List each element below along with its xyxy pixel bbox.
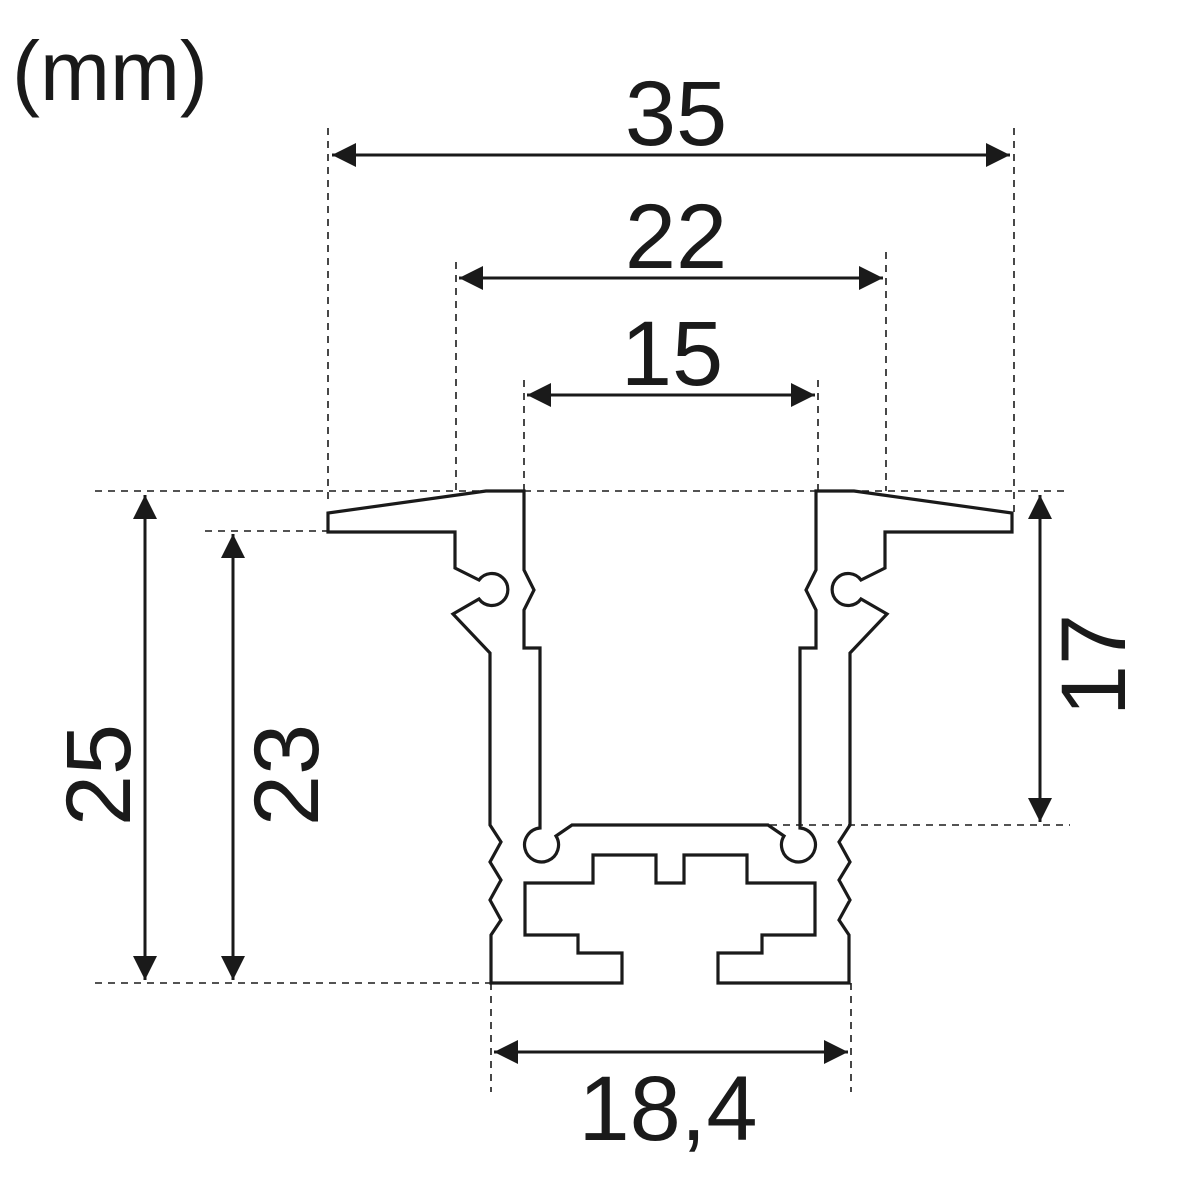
dim-18-4-label: 18,4 xyxy=(578,1058,757,1160)
dim-15-label: 15 xyxy=(621,303,723,405)
dim-18-4: 18,4 xyxy=(494,1040,848,1160)
dim-25: 25 xyxy=(48,495,157,980)
dim-35: 35 xyxy=(332,63,1010,167)
dim-25-label: 25 xyxy=(48,724,150,826)
dim-22: 22 xyxy=(459,186,883,290)
dim-15: 15 xyxy=(527,303,815,407)
dim-35-label: 35 xyxy=(625,63,727,165)
dim-17: 17 xyxy=(1028,495,1145,822)
dim-22-label: 22 xyxy=(625,186,727,288)
unit-label: (mm) xyxy=(12,24,208,118)
dim-23: 23 xyxy=(221,534,338,980)
dim-23-label: 23 xyxy=(236,724,338,826)
aluminium-profile-outline xyxy=(326,489,1014,985)
extension-lines xyxy=(95,128,1070,1092)
dim-17-label: 17 xyxy=(1043,614,1145,716)
